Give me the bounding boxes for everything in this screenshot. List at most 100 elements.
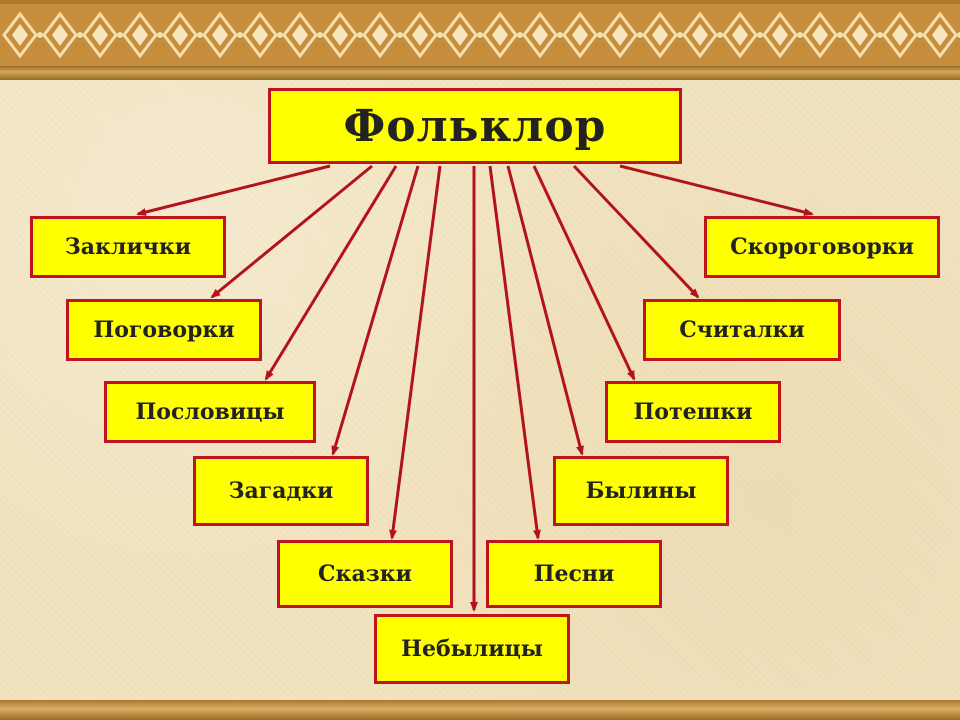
node-skorogovorki: Скороговорки bbox=[704, 216, 940, 278]
ornament-diamond-center bbox=[92, 24, 108, 46]
root-folklore: Фольклор bbox=[268, 88, 682, 164]
ornament-dot bbox=[77, 32, 83, 38]
ornament-dot bbox=[677, 32, 683, 38]
arrow-to-pogovorki bbox=[210, 164, 373, 299]
ornament-dot bbox=[397, 32, 403, 38]
ornament-diamond-center bbox=[812, 24, 828, 46]
ornament-diamond-center bbox=[452, 24, 468, 46]
ornament-diamond-center bbox=[852, 24, 868, 46]
node-pogovorki: Поговорки bbox=[66, 299, 262, 361]
node-nebylicy: Небылицы bbox=[374, 614, 570, 684]
ornament-dot bbox=[957, 32, 960, 38]
ornament-diamond-center bbox=[612, 24, 628, 46]
ornament-diamond-center bbox=[572, 24, 588, 46]
ornament-diamond bbox=[322, 11, 358, 59]
ornament-diamond-center bbox=[52, 24, 68, 46]
ornament-band bbox=[0, 4, 960, 66]
ornament-dot bbox=[637, 32, 643, 38]
ornament-diamond bbox=[362, 11, 398, 59]
ornament-diamond-center bbox=[692, 24, 708, 46]
ornament-diamond-center bbox=[292, 24, 308, 46]
ornament-diamond bbox=[282, 11, 318, 59]
ornament-diamond bbox=[802, 11, 838, 59]
arrow-to-schitalki bbox=[572, 164, 700, 299]
node-zagadki: Загадки bbox=[193, 456, 369, 526]
ornament-diamond bbox=[682, 11, 718, 59]
ornament-diamond-center bbox=[132, 24, 148, 46]
ornament-diamond bbox=[922, 11, 958, 59]
ornament-diamond-center bbox=[652, 24, 668, 46]
ornament-diamond bbox=[722, 11, 758, 59]
ornament-diamond-center bbox=[252, 24, 268, 46]
ornament-dot bbox=[597, 32, 603, 38]
node-schitalki: Считалки bbox=[643, 299, 841, 361]
ornament-dot bbox=[197, 32, 203, 38]
ornament-dot bbox=[477, 32, 483, 38]
ornament-rim bbox=[0, 66, 960, 80]
ornament-diamond bbox=[522, 11, 558, 59]
node-zaklichki: Заклички bbox=[30, 216, 226, 278]
ornament-diamond bbox=[162, 11, 198, 59]
ornament-diamond-center bbox=[172, 24, 188, 46]
node-poteshki: Потешки bbox=[605, 381, 781, 443]
ornament-diamond bbox=[42, 11, 78, 59]
ornament-diamond bbox=[642, 11, 678, 59]
ornament-dot bbox=[317, 32, 323, 38]
ornament-diamond bbox=[402, 11, 438, 59]
ornament-diamond-center bbox=[332, 24, 348, 46]
ornament-dot bbox=[437, 32, 443, 38]
arrow-to-skorogovorki bbox=[619, 164, 814, 216]
ornament-diamond-center bbox=[492, 24, 508, 46]
ornament-diamond-center bbox=[932, 24, 948, 46]
ornament-diamond-center bbox=[732, 24, 748, 46]
ornament-dot bbox=[877, 32, 883, 38]
arrow-to-poteshki bbox=[532, 165, 636, 381]
ornament-diamond bbox=[122, 11, 158, 59]
diamond-ornament bbox=[2, 11, 960, 59]
arrow-to-skazki bbox=[389, 165, 442, 540]
arrow-to-byliny bbox=[506, 165, 584, 456]
ornament-diamond-center bbox=[412, 24, 428, 46]
ornament-diamond bbox=[82, 11, 118, 59]
node-poslovicy: Пословицы bbox=[104, 381, 316, 443]
ornament-dot bbox=[917, 32, 923, 38]
ornament-border-bottom bbox=[0, 700, 960, 720]
ornament-diamond bbox=[882, 11, 918, 59]
ornament-dot bbox=[797, 32, 803, 38]
ornament-diamond bbox=[202, 11, 238, 59]
arrow-to-zaklichki bbox=[136, 164, 331, 216]
ornament-dot bbox=[357, 32, 363, 38]
ornament-diamond bbox=[602, 11, 638, 59]
ornament-diamond bbox=[842, 11, 878, 59]
ornament-diamond bbox=[562, 11, 598, 59]
ornament-diamond bbox=[442, 11, 478, 59]
ornament-diamond-center bbox=[892, 24, 908, 46]
node-skazki: Сказки bbox=[277, 540, 453, 608]
ornament-dot bbox=[517, 32, 523, 38]
ornament-diamond bbox=[2, 11, 38, 59]
ornament-diamond-center bbox=[12, 24, 28, 46]
arrow-to-pesni bbox=[488, 165, 541, 540]
ornament-dot bbox=[37, 32, 43, 38]
ornament-dot bbox=[277, 32, 283, 38]
ornament-dot bbox=[157, 32, 163, 38]
ornament-diamond bbox=[482, 11, 518, 59]
ornament-dot bbox=[117, 32, 123, 38]
ornament-diamond-center bbox=[212, 24, 228, 46]
ornament-dot bbox=[557, 32, 563, 38]
ornament-dot bbox=[717, 32, 723, 38]
ornament-diamond bbox=[762, 11, 798, 59]
ornament-diamond-center bbox=[532, 24, 548, 46]
node-pesni: Песни bbox=[486, 540, 662, 608]
ornament-dot bbox=[837, 32, 843, 38]
ornament-dot bbox=[757, 32, 763, 38]
ornament-dot bbox=[237, 32, 243, 38]
node-byliny: Былины bbox=[553, 456, 729, 526]
ornament-diamond-center bbox=[372, 24, 388, 46]
ornament-diamond bbox=[242, 11, 278, 59]
arrow-to-zagadki bbox=[331, 165, 420, 456]
ornament-border-top bbox=[0, 0, 960, 80]
arrow-to-poslovicy bbox=[264, 165, 398, 381]
ornament-diamond-center bbox=[772, 24, 788, 46]
